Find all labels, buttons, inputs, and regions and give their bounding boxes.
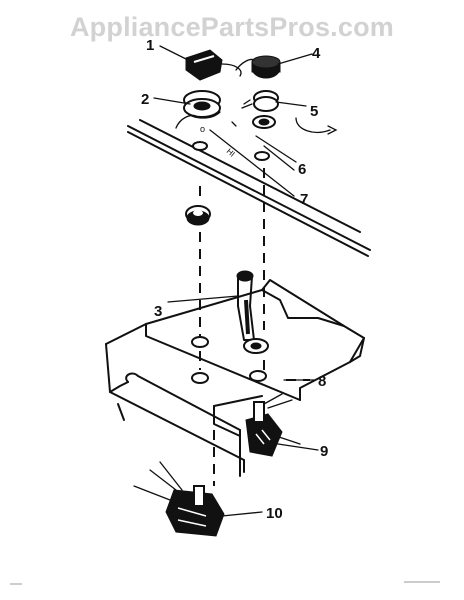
callout-5: 5 [310,103,318,120]
knob-part-1 [185,49,242,81]
mounting-bracket [105,279,365,477]
callout-10: 10 [266,505,283,522]
spring-nut-part-5 [241,90,279,129]
callout-8: 8 [318,373,326,390]
corner-marks [10,581,440,585]
leader-lines [153,45,319,517]
screw-part-6-7 [192,135,297,163]
callout-9: 9 [320,443,328,460]
spring-nut-part-2 [183,90,221,119]
watermark-logo: AppliancePartsPros.com [69,12,394,42]
svg-text:o: o [200,124,205,134]
shaft-part-3 [236,270,269,354]
callout-6: 6 [298,161,306,178]
callout-labels: 1 2 3 4 5 6 7 8 9 10 [141,37,328,522]
callout-4: 4 [312,45,321,62]
control-panel [127,119,371,257]
knob-part-4 [235,55,281,79]
callout-2: 2 [141,91,149,108]
switch-part-10 [133,461,225,537]
nut-under-panel [185,205,211,226]
dial-markings: o HI [175,114,338,159]
callout-7: 7 [300,191,308,208]
svg-text:HI: HI [225,147,237,159]
callout-1: 1 [146,37,154,54]
callout-3: 3 [154,303,162,320]
switch-part-9 [245,393,301,457]
